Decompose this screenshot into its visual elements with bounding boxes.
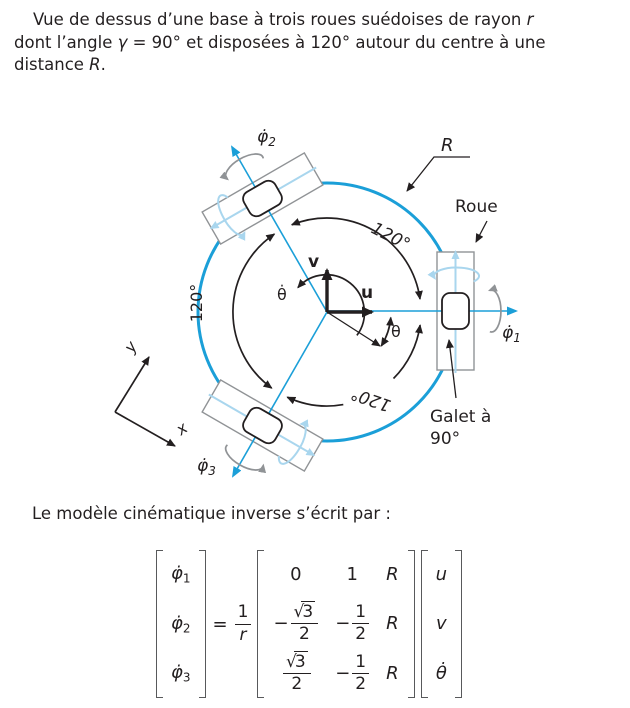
theta-dot-arc	[297, 273, 366, 336]
roller-icon	[441, 292, 470, 330]
m23: R	[386, 613, 399, 635]
phi2-label: φ̇2	[257, 127, 276, 149]
x-axis-label: x	[172, 418, 192, 440]
roller-rotation-arrow	[217, 194, 246, 241]
phi1-label: φ̇1	[502, 323, 521, 345]
u-entry: u	[435, 564, 448, 586]
v-axis-label: v	[308, 252, 319, 272]
equals-sign: =	[212, 613, 228, 635]
theta-label: θ	[391, 322, 401, 341]
bracket-left	[156, 550, 163, 698]
angle-left-label: 120°	[187, 284, 206, 323]
roller-icon	[242, 406, 283, 445]
m13: R	[386, 564, 399, 586]
theta-direction-arrow	[326, 311, 381, 347]
bracket-right	[455, 550, 463, 698]
wheel-rotation-arrow	[224, 444, 267, 474]
intro-paragraph: Vue de dessus d’une base à trois roues s…	[14, 9, 622, 77]
phi1-entry: φ̇1	[171, 563, 191, 586]
wheel-3-decor	[208, 393, 316, 474]
m12: 1	[346, 564, 358, 586]
theta-angle-arc	[380, 316, 395, 347]
intro-line-1: Vue de dessus d’une base à trois roues s…	[33, 10, 534, 29]
intro-line-2: dont l’angle γ = 90° et disposées à 120°…	[14, 32, 546, 52]
bracket-left	[257, 550, 265, 698]
phi3-label: φ̇3	[197, 456, 216, 478]
phi3-entry: φ̇3	[171, 662, 191, 685]
var-r: r	[526, 10, 534, 29]
y-axis-arrow	[114, 356, 150, 413]
arc-120-bottom-b	[392, 324, 423, 380]
theta-dot-entry: θ̇	[435, 662, 447, 684]
roller-label-line2: 90°	[430, 429, 460, 449]
theta-dot-label: θ̇	[277, 285, 287, 304]
arc-120-top	[290, 217, 423, 300]
wheel-1-decor	[427, 250, 502, 373]
velocity-vector: u v θ̇	[420, 550, 463, 698]
roller-rotation-arrow	[277, 419, 309, 465]
coefficient-1-over-r: 1 r	[234, 603, 252, 644]
roller-rotation-arrow	[427, 266, 481, 283]
wheel-leader-arrow	[475, 220, 488, 243]
wheel-3-axis-line	[232, 311, 328, 478]
var-gamma: γ	[117, 32, 128, 52]
wheel-label: Roue	[455, 197, 498, 217]
roller-label-line1: Galet à	[430, 407, 491, 427]
angle-top-label: 120°	[368, 219, 414, 255]
wheel-2-decor	[209, 153, 317, 241]
wheel-speeds-vector: φ̇1 φ̇2 φ̇3	[156, 550, 206, 698]
wheel-rotation-arrow	[219, 153, 265, 181]
arc-120-bottom-a	[286, 396, 344, 407]
wheel-rotation-arrow	[487, 284, 502, 333]
radius-leader-arrow	[406, 156, 470, 192]
arc-120-left	[232, 233, 276, 389]
x-axis-arrow	[114, 411, 176, 447]
y-axis-label: y	[120, 337, 142, 357]
v-entry: v	[436, 613, 447, 635]
bracket-right	[198, 550, 206, 698]
bracket-left	[420, 550, 428, 698]
intro-line-3: distance R.	[14, 55, 106, 74]
m11: 0	[290, 564, 302, 586]
roller-leader-arrow	[445, 339, 457, 399]
radius-label: R	[441, 135, 454, 156]
phi2-entry: φ̇2	[171, 612, 191, 636]
bracket-right	[407, 550, 415, 698]
model-sentence: Le modèle cinématique inverse s’écrit pa…	[32, 504, 391, 523]
robot-base-diagram: v u θ̇ θ 120° 120° 120° R Roue Galet à 9…	[114, 127, 521, 478]
angle-bottom-label: 120°	[348, 383, 393, 415]
m33: R	[386, 662, 399, 684]
roller-icon	[242, 179, 283, 218]
var-R: R	[89, 55, 101, 74]
